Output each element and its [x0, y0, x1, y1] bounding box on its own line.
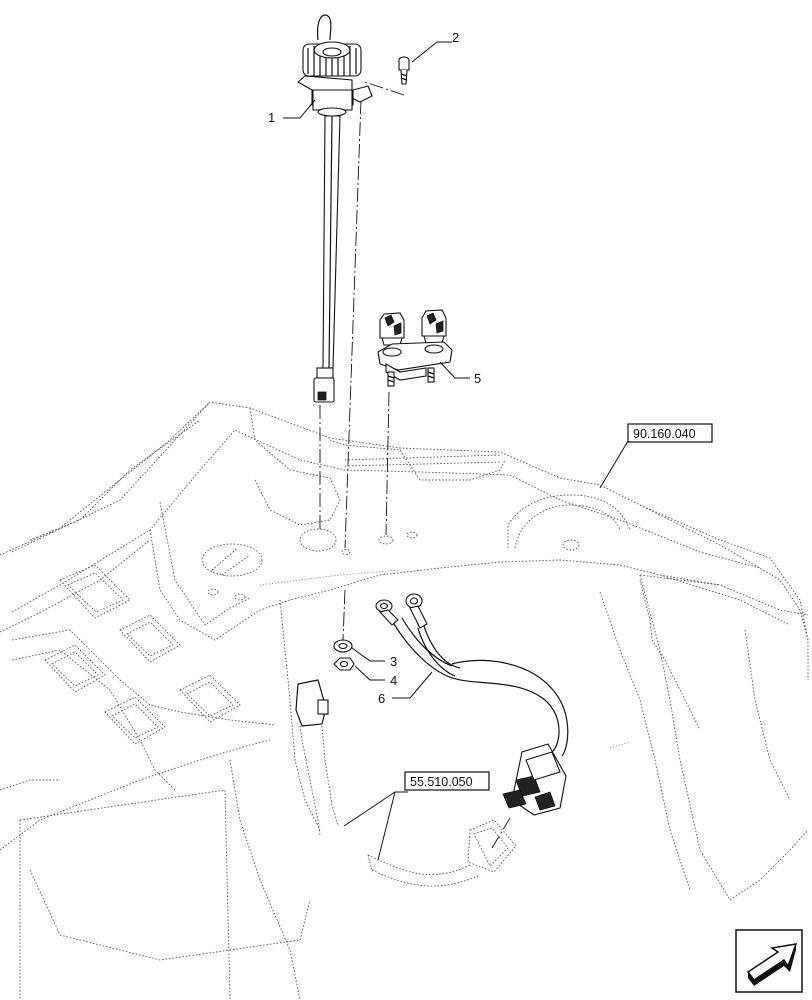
next-page-arrow-icon[interactable] — [735, 929, 803, 993]
harness-connector-left — [295, 679, 339, 836]
callout-6[interactable]: 6 — [378, 691, 385, 706]
reference-55-510-050[interactable]: 55.510.050 — [404, 771, 490, 791]
assembly-alignment-lines — [319, 81, 511, 849]
callout-1[interactable]: 1 — [268, 110, 275, 125]
reference-label-top: 90.160.040 — [633, 427, 696, 441]
callout-4[interactable]: 4 — [390, 673, 397, 688]
reference-label-bottom: 55.510.050 — [410, 775, 473, 789]
reference-box-bottom[interactable] — [404, 771, 490, 791]
part-1-gauge-sender[interactable] — [297, 14, 373, 403]
reference-box-top[interactable] — [627, 423, 713, 443]
part-3-washer[interactable] — [333, 639, 353, 653]
reference-90-160-040[interactable]: 90.160.040 — [627, 423, 713, 443]
callout-5[interactable]: 5 — [474, 371, 481, 386]
callout-numbers: 1 2 3 4 5 6 — [268, 30, 481, 706]
callout-3[interactable]: 3 — [390, 654, 397, 669]
part-5-terminal-block[interactable] — [377, 309, 453, 387]
vehicle-chassis-outline — [0, 401, 809, 1000]
part-4-nut[interactable] — [333, 657, 355, 671]
part-2-screw[interactable] — [398, 56, 410, 85]
callout-2[interactable]: 2 — [452, 30, 459, 45]
part-6-wiring-harness[interactable] — [367, 593, 569, 887]
callout-leaders — [283, 41, 629, 861]
